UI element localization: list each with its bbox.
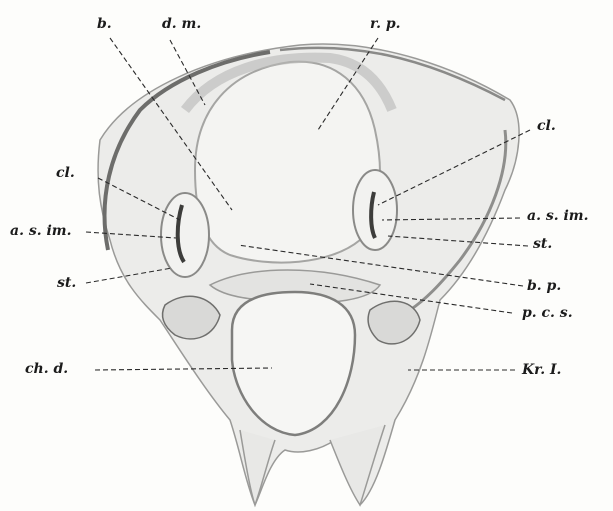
label-pcs: p. c. s. xyxy=(522,305,573,321)
label-chd: ch. d. xyxy=(25,361,68,377)
label-asim-right: a. s. im. xyxy=(527,208,588,224)
label-st-left: st. xyxy=(57,275,76,291)
label-cl-left: cl. xyxy=(56,165,75,181)
label-asim-left: a. s. im. xyxy=(10,223,71,239)
left-capsule xyxy=(161,193,209,277)
label-dm: d. m. xyxy=(162,16,201,32)
label-rp: r. p. xyxy=(370,16,401,32)
label-st-right: st. xyxy=(533,236,552,252)
label-b-top: b. xyxy=(97,16,112,32)
label-bp: b. p. xyxy=(527,278,561,294)
label-kr: Kr. I. xyxy=(522,362,561,378)
label-cl-right: cl. xyxy=(537,118,556,134)
